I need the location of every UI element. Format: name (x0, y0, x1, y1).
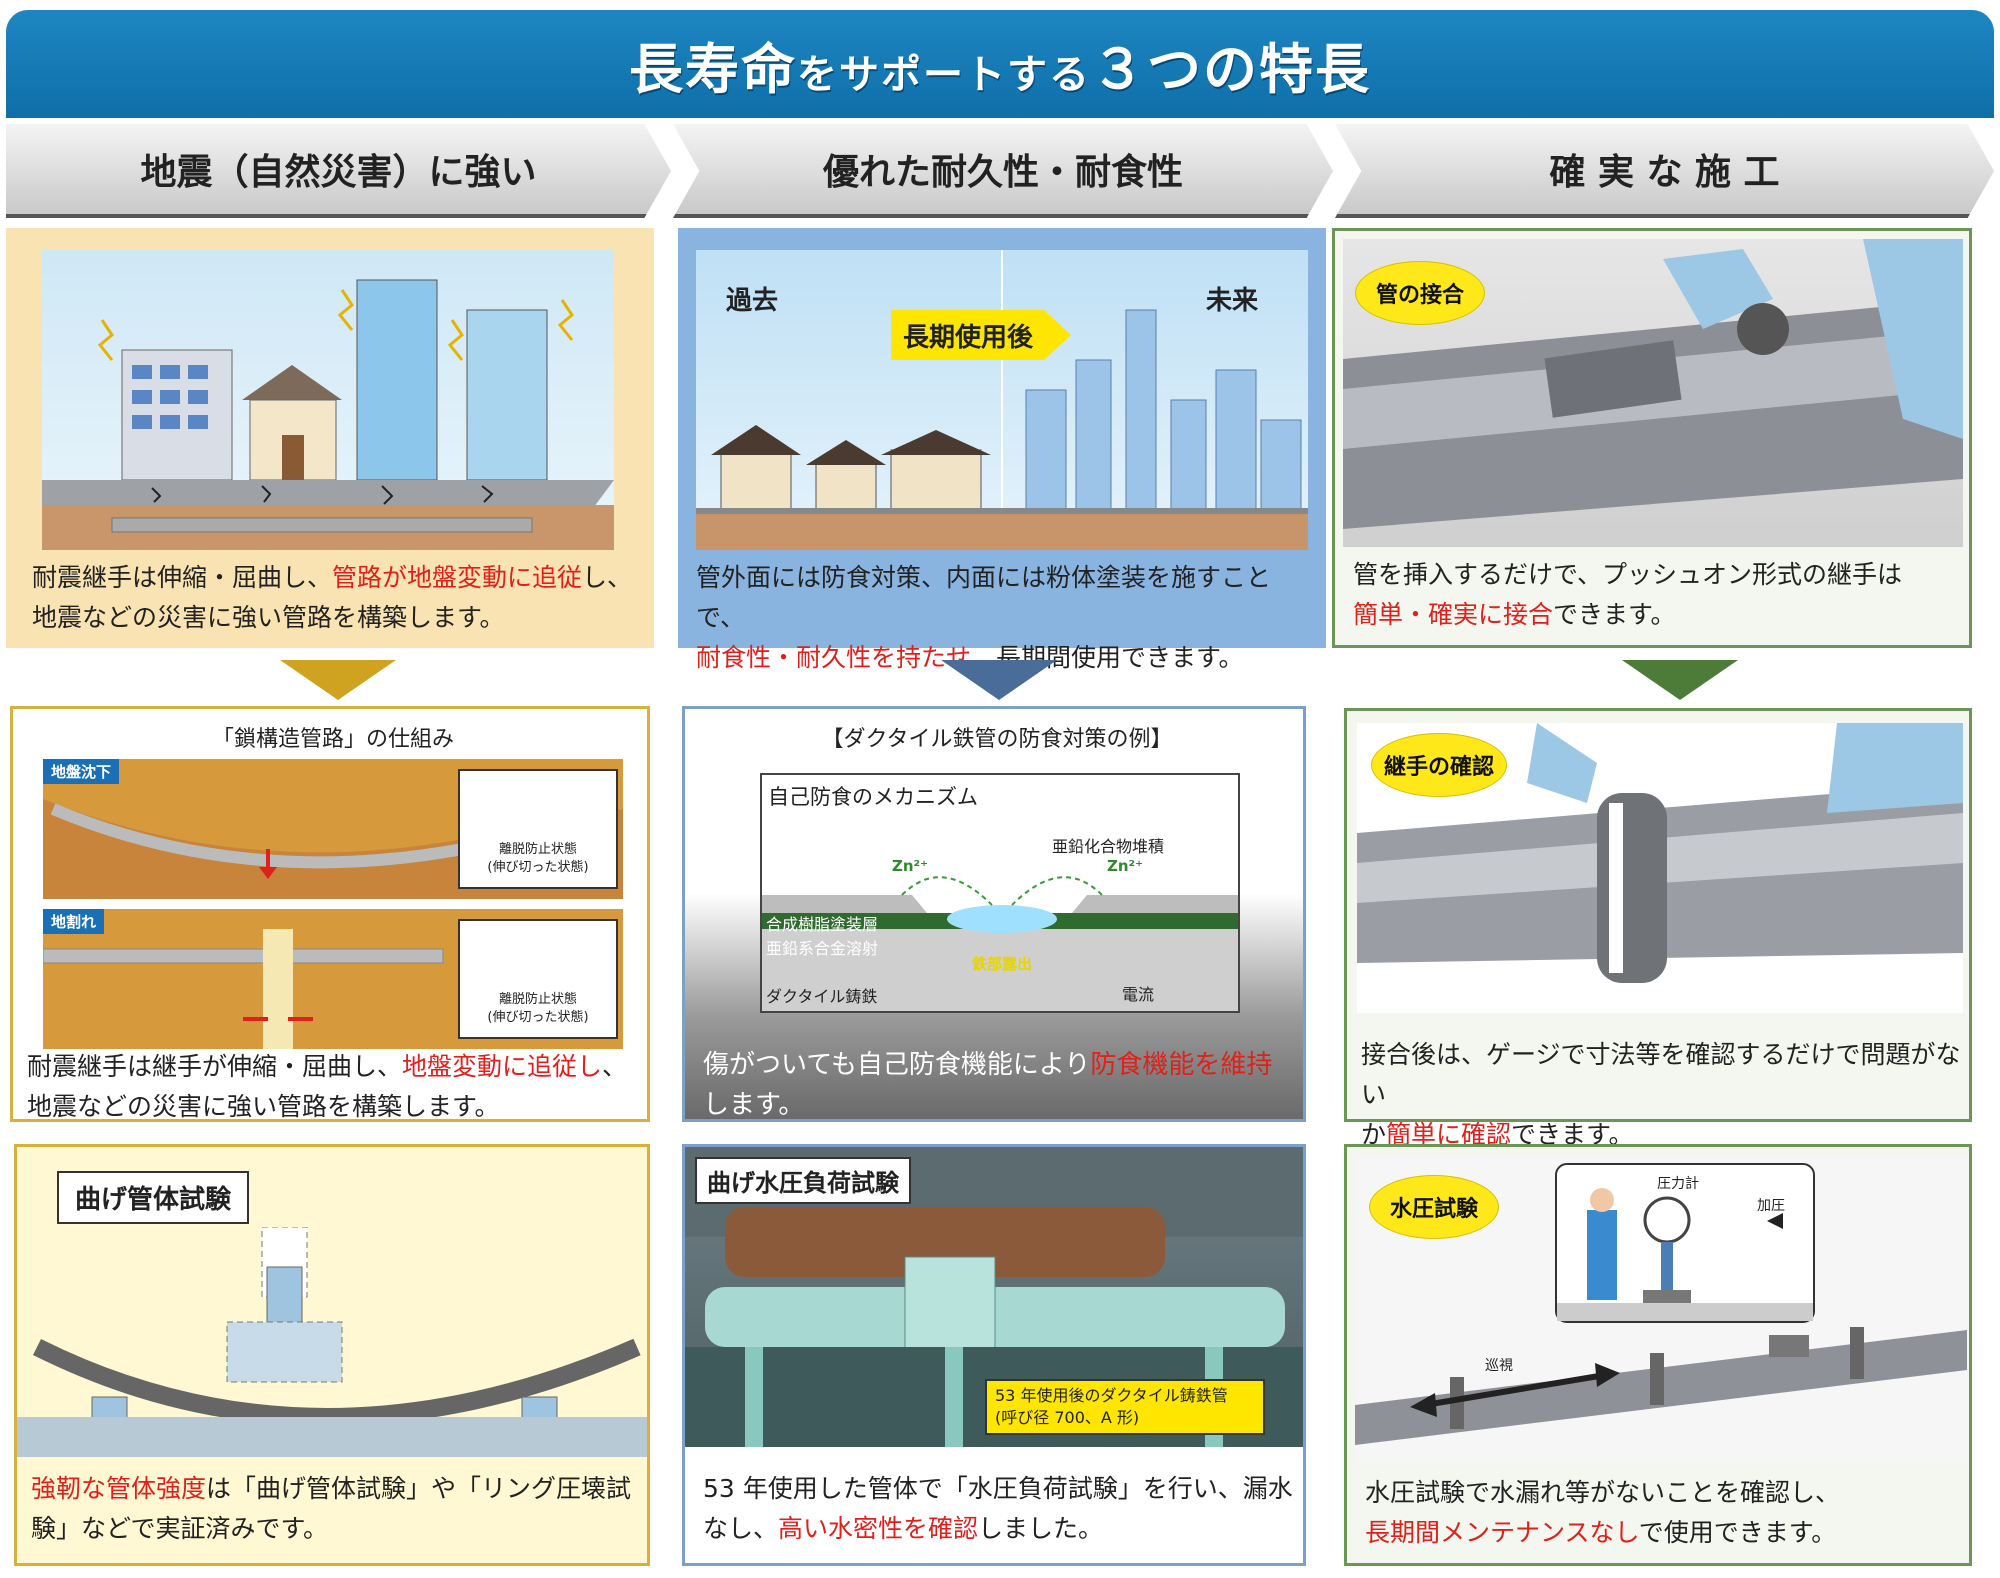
pressure-test-label: 曲げ水圧負荷試験 (695, 1157, 911, 1204)
test-base (17, 1417, 647, 1457)
page-title: 長寿命をサポートする３つの特長 (629, 37, 1371, 101)
construction-top-panel: 管の接合 管を挿入するだけで、プッシュオン形式の継手は簡単・確実に接合できます。 (1332, 228, 1972, 648)
inset-detail-2: 離脱防止状態 (伸び切った状態) (458, 919, 618, 1039)
self-protection-diagram: 自己防食のメカニズム 亜鉛化合物堆積 Zn²⁺ Zn²⁺ 合成樹脂塗装層 亜鉛系… (760, 773, 1240, 1013)
past-future-illustration: 過去 未来 長期使用後 (696, 250, 1308, 550)
bending-test-graphic (32, 1227, 641, 1427)
arrow-down-icon (280, 660, 396, 700)
bending-test-text: 強靭な管体強度は「曲げ管体試験」や「リング圧壊試験」などで実証済みです。 (31, 1474, 632, 1543)
crack-tag: 地割れ (43, 909, 105, 934)
bending-test-panel: 曲げ管体試験 強靭な管体強度は「曲げ管体試験」や「リング圧壊試験」などで実証済み… (14, 1144, 650, 1566)
durability-top-panel: 過去 未来 長期使用後 管外面には防食対策、内面には粉体塗装を施すことで、耐食性… (678, 228, 1326, 672)
earthquake-illustration (42, 250, 614, 550)
joint-check-illustration: 継手の確認 (1357, 723, 1963, 1013)
arrow-down-icon (941, 660, 1057, 700)
pressure-test-photo: 曲げ水圧負荷試験 53 年使用後のダクタイル鋳鉄管 (呼び径 700、A 形) (685, 1147, 1303, 1447)
past-label: 過去 (726, 286, 779, 316)
arrow-after-long-use: 長期使用後 (891, 310, 1071, 360)
corrosion-panel: 【ダクタイル鉄管の防食対策の例】 自己防食のメカニズム 亜鉛化合物堆積 Zn²⁺… (682, 706, 1306, 1122)
tab-construction: 確 実 な 施 工 (1335, 124, 1994, 218)
arrow-down-icon (1622, 660, 1738, 700)
inset-detail-1: 離脱防止状態 (伸び切った状態) (458, 769, 618, 889)
ground-crack-diagram: 地割れ 離脱防止状態 (伸び切った状態) (43, 909, 623, 1049)
gauge-inset: 圧力計 加圧 (1555, 1163, 1815, 1323)
patrol-label: 巡視 (1485, 1358, 1513, 1374)
hydro-test-illustration: 圧力計 加圧 巡視 水圧試験 (1355, 1155, 1967, 1463)
tab-durability: 優れた耐久性・耐食性 (673, 124, 1333, 218)
future-label: 未来 (1206, 286, 1259, 316)
pressure-test-text: 53 年使用した管体で「水圧負荷試験」を行い、漏水なし、高い水密性を確認しました… (703, 1474, 1293, 1543)
water-pressure-photo-panel: 曲げ水圧負荷試験 53 年使用後のダクタイル鋳鉄管 (呼び径 700、A 形) … (682, 1144, 1306, 1566)
subsidence-diagram: 地盤沈下 離脱防止状態 (伸び切った状態) (43, 759, 623, 899)
mechanism-title: 自己防食のメカニズム (768, 785, 978, 809)
durability-top-text: 管外面には防食対策、内面には粉体塗装を施すことで、耐食性・耐久性を持たせ、長期間… (696, 563, 1272, 672)
construction-top-text: 管を挿入するだけで、プッシュオン形式の継手は簡単・確実に接合できます。 (1353, 560, 1903, 629)
joint-check-bubble: 継手の確認 (1371, 733, 1507, 797)
earthquake-top-text: 耐震継手は伸縮・屈曲し、管路が地盤変動に追従し、地震などの災害に強い管路を構築し… (32, 563, 633, 632)
earthquake-mechanism-panel: 「鎖構造管路」の仕組み 地盤沈下 離脱防止状態 (伸び切った状態) 地割れ 離脱… (10, 706, 650, 1122)
joint-check-text: 接合後は、ゲージで寸法等を確認するだけで問題がないか簡単に確認できます。 (1361, 1040, 1961, 1149)
earthquake-top-panel: 耐震継手は伸縮・屈曲し、管路が地盤変動に追従し、地震などの災害に強い管路を構築し… (6, 228, 654, 648)
hydro-test-text: 水圧試験で水漏れ等がないことを確認し、長期間メンテナンスなしで使用できます。 (1365, 1478, 1841, 1547)
joint-check-panel: 継手の確認 接合後は、ゲージで寸法等を確認するだけで問題がないか簡単に確認できま… (1344, 708, 1972, 1149)
hydro-test-panel: 圧力計 加圧 巡視 水圧試験 水圧試験で水漏れ等がないことを確認し、長期間メンテ… (1344, 1144, 1972, 1566)
hydro-test-bubble: 水圧試験 (1369, 1175, 1499, 1239)
corrosion-text: 傷がついても自己防食機能により防食機能を維持します。 (703, 1050, 1273, 1120)
photo-caption: 53 年使用後のダクタイル鋳鉄管 (呼び径 700、A 形) (985, 1379, 1265, 1435)
earthquake-city-graphic (42, 279, 614, 550)
page-header: 長寿命をサポートする３つの特長 (6, 10, 1994, 118)
bending-test-label: 曲げ管体試験 (57, 1171, 250, 1224)
pipe-joining-illustration: 管の接合 (1343, 239, 1963, 547)
mechanism-title: 「鎖構造管路」の仕組み (211, 727, 454, 752)
earthquake-mid-text: 耐震継手は継手が伸縮・屈曲し、地盤変動に追従し、地震などの災害に強い管路を構築し… (27, 1052, 628, 1121)
tab-earthquake: 地震（自然災害）に強い (6, 124, 671, 218)
corrosion-example-title: 【ダクタイル鉄管の防食対策の例】 (821, 727, 1173, 752)
subsidence-tag: 地盤沈下 (43, 759, 120, 784)
pipe-joining-bubble: 管の接合 (1355, 261, 1485, 325)
